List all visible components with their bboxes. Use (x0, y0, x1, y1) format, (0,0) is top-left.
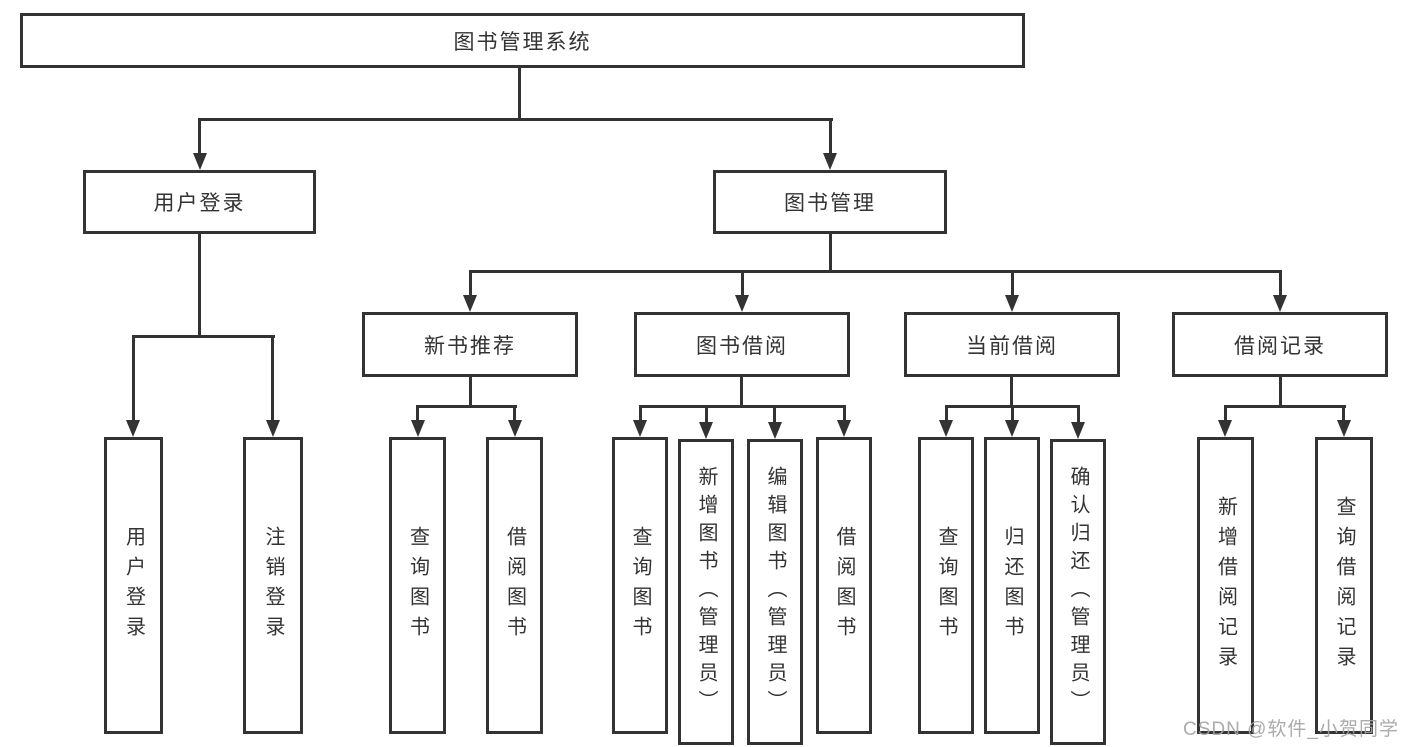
node-borrow-records: 借阅记录 (1172, 312, 1388, 377)
leaf-add-borrow-record: 新增借阅记录 (1197, 437, 1254, 734)
arrowhead (633, 420, 647, 437)
node-label: 用户登录 (153, 192, 246, 215)
connector-line (1279, 270, 1282, 298)
leaf-label: 查询借阅记录 (1333, 495, 1355, 676)
node-book-borrowing: 图书借阅 (634, 312, 850, 377)
arrowhead (266, 420, 280, 437)
connector-line (198, 118, 833, 121)
node-label: 图书管理 (784, 192, 876, 215)
connector-line (416, 405, 517, 408)
arrowhead (463, 295, 477, 312)
arrowhead (837, 420, 851, 437)
leaf-label: 归还图书 (1001, 525, 1023, 646)
leaf-borrow-books-borrowing: 借阅图书 (816, 437, 872, 734)
connector-line (1011, 405, 1014, 423)
leaf-confirm-return-admin: 确认归还（管理员） (1050, 439, 1106, 745)
node-label: 图书管理系统 (453, 30, 592, 54)
connector-line (1010, 377, 1013, 408)
connector-line (513, 405, 516, 423)
leaf-query-borrow-record: 查询借阅记录 (1315, 437, 1373, 734)
leaf-label: 用户登录 (122, 525, 145, 646)
connector-line (1342, 405, 1345, 423)
arrowhead (126, 420, 140, 437)
leaf-label: 新增借阅记录 (1214, 495, 1237, 676)
arrowhead (823, 153, 837, 170)
leaf-add-books-admin: 新增图书（管理员） (678, 439, 734, 745)
leaf-logout: 注销登录 (243, 437, 303, 734)
node-label: 图书借阅 (696, 334, 788, 358)
connector-line (740, 377, 743, 408)
leaf-query-books-borrowing: 查询图书 (612, 437, 668, 734)
connector-line (1077, 405, 1080, 423)
leaf-label: 查询图书 (406, 525, 429, 646)
connector-line (829, 234, 832, 273)
node-label: 新书推荐 (424, 334, 516, 358)
arrowhead (699, 422, 713, 439)
arrowhead (768, 422, 782, 439)
leaf-label: 查询图书 (935, 525, 957, 646)
arrowhead (1071, 422, 1085, 439)
node-label: 当前借阅 (966, 334, 1058, 358)
arrowhead (1337, 420, 1351, 437)
watermark: CSDN @软件_小贺同学 (1183, 719, 1399, 740)
connector-line (132, 335, 135, 422)
arrowhead (1005, 295, 1019, 312)
connector-line (469, 270, 1282, 273)
leaf-return-books: 归还图书 (984, 437, 1040, 734)
node-book-management: 图书管理 (713, 170, 947, 234)
leaf-label: 编辑图书（管理员） (764, 466, 786, 718)
connector-line (773, 405, 776, 423)
connector-line (705, 405, 708, 423)
connector-line (416, 405, 419, 423)
connector-line (198, 118, 201, 156)
arrowhead (1273, 295, 1287, 312)
connector-line (1279, 377, 1282, 408)
leaf-label: 新增图书（管理员） (695, 466, 717, 718)
connector-line (843, 405, 846, 423)
arrowhead (508, 420, 522, 437)
leaf-edit-books-admin: 编辑图书（管理员） (747, 439, 803, 745)
connector-line (829, 118, 832, 156)
arrowhead (939, 420, 953, 437)
connector-line (741, 270, 744, 298)
leaf-label: 借阅图书 (503, 525, 526, 646)
leaf-user-login: 用户登录 (104, 437, 163, 734)
connector-line (945, 405, 948, 423)
connector-line (1224, 405, 1227, 423)
leaf-label: 注销登录 (262, 525, 284, 646)
arrowhead (1218, 420, 1232, 437)
connector-line (1011, 270, 1014, 298)
leaf-query-books-current: 查询图书 (918, 437, 974, 734)
connector-line (639, 405, 642, 423)
connector-line (271, 335, 274, 422)
connector-line (469, 270, 472, 298)
leaf-label: 确认归还（管理员） (1067, 466, 1089, 718)
connector-line (518, 68, 521, 121)
node-library-system: 图书管理系统 (20, 13, 1025, 68)
arrowhead (1005, 420, 1019, 437)
connector-line (1224, 405, 1346, 408)
node-new-book-recommend: 新书推荐 (362, 312, 578, 377)
arrowhead (411, 420, 425, 437)
node-current-borrowing: 当前借阅 (904, 312, 1120, 377)
node-user-login: 用户登录 (83, 170, 316, 234)
leaf-label: 查询图书 (629, 525, 651, 646)
leaf-query-books-recommend: 查询图书 (389, 437, 446, 734)
arrowhead (735, 295, 749, 312)
connector-line (639, 405, 846, 408)
connector-line (198, 234, 201, 338)
connector-line (132, 335, 275, 338)
leaf-borrow-books-recommend: 借阅图书 (486, 437, 543, 734)
arrowhead (193, 153, 207, 170)
leaf-label: 借阅图书 (833, 525, 855, 646)
node-label: 借阅记录 (1234, 334, 1326, 358)
connector-line (469, 377, 472, 408)
